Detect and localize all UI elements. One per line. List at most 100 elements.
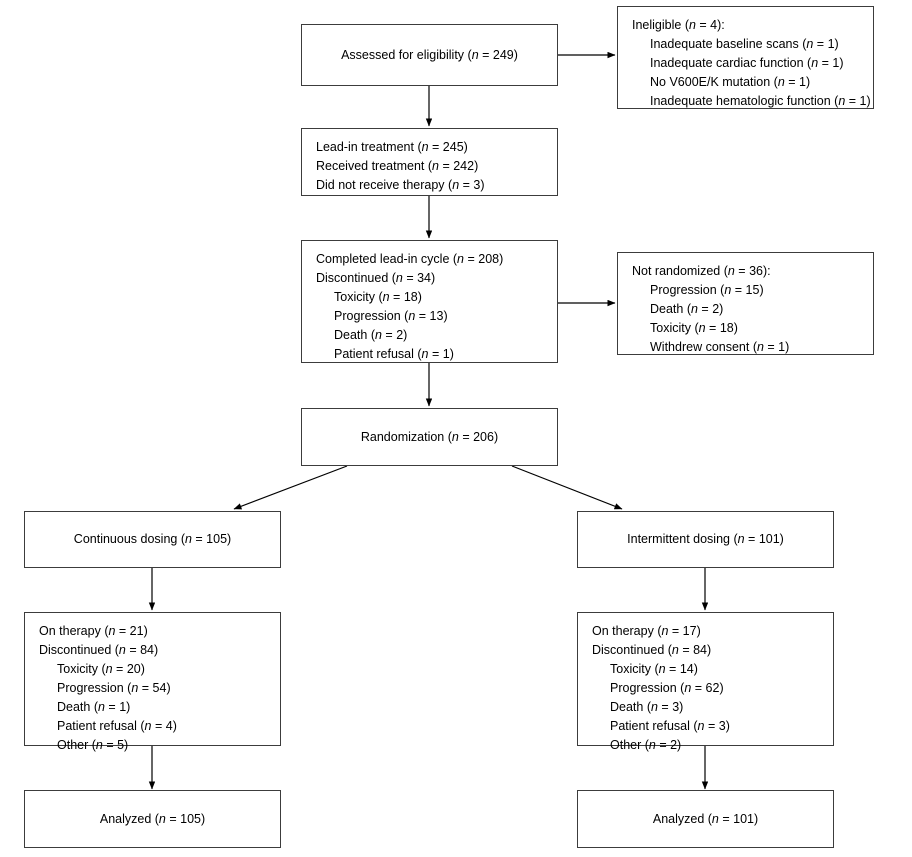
node-line: Progression (n = 62) bbox=[610, 681, 724, 695]
n-symbol: n bbox=[421, 347, 429, 361]
n-symbol: n bbox=[698, 321, 706, 335]
n-symbol: n bbox=[408, 309, 416, 323]
node-intermittent-followup-text: On therapy (n = 17) Discontinued (n = 84)… bbox=[592, 622, 833, 755]
n-symbol: n bbox=[727, 264, 735, 278]
node-line: Other (n = 5) bbox=[57, 738, 129, 752]
n-symbol: n bbox=[98, 700, 105, 714]
node-line: No V600E/K mutation (n = 1) bbox=[650, 75, 811, 89]
node-line: Assessed for eligibility (n = 249) bbox=[341, 47, 518, 62]
node-line: Toxicity (n = 20) bbox=[57, 662, 145, 676]
node-ineligible: Ineligible (n = 4): Inadequate baseline s… bbox=[617, 6, 874, 109]
n-symbol: n bbox=[838, 94, 846, 108]
node-line: Progression (n = 13) bbox=[334, 309, 448, 323]
n-symbol: n bbox=[671, 643, 679, 657]
node-ineligible-text: Ineligible (n = 4): Inadequate baseline s… bbox=[632, 16, 873, 111]
node-completed-lead-in-cycle-text: Completed lead-in cycle (n = 208) Discont… bbox=[316, 250, 557, 364]
arrow-randomization-to-continuous bbox=[233, 465, 348, 510]
n-symbol: n bbox=[661, 624, 669, 638]
node-lead-in-treatment-text: Lead-in treatment (n = 245) Received trea… bbox=[316, 138, 557, 195]
n-symbol: n bbox=[724, 283, 732, 297]
node-continuous-followup: On therapy (n = 21) Discontinued (n = 84)… bbox=[24, 612, 281, 752]
n-symbol: n bbox=[118, 643, 126, 657]
node-analyzed-intermittent-text: Analyzed (n = 101) bbox=[653, 810, 758, 829]
node-assessed-for-eligibility-text: Assessed for eligibility (n = 249) bbox=[341, 46, 518, 65]
n-symbol: n bbox=[658, 662, 666, 676]
n-symbol: n bbox=[688, 18, 696, 32]
node-line: Inadequate hematologic function (n = 1) bbox=[650, 94, 871, 108]
node-line: Patient refusal (n = 1) bbox=[334, 347, 454, 361]
n-symbol: n bbox=[806, 37, 814, 51]
n-symbol: n bbox=[451, 429, 459, 444]
node-line: Toxicity (n = 18) bbox=[650, 321, 738, 335]
n-symbol: n bbox=[684, 681, 692, 695]
n-symbol: n bbox=[457, 252, 464, 266]
node-line: Analyzed (n = 101) bbox=[652, 811, 759, 826]
n-symbol: n bbox=[144, 719, 152, 733]
node-continuous-dosing: Continuous dosing (n = 105) bbox=[24, 511, 281, 568]
n-symbol: n bbox=[737, 532, 745, 546]
n-symbol: n bbox=[95, 738, 103, 752]
node-line: Inadequate baseline scans (n = 1) bbox=[650, 37, 839, 51]
node-continuous-dosing-text: Continuous dosing (n = 105) bbox=[74, 530, 231, 549]
node-randomization-text: Randomization (n = 206) bbox=[361, 428, 498, 447]
node-line: Progression (n = 54) bbox=[57, 681, 171, 695]
node-line: Did not receive therapy (n = 3) bbox=[316, 178, 485, 192]
node-line: Discontinued (n = 84) bbox=[592, 643, 712, 657]
arrow-randomization-to-intermittent bbox=[511, 465, 623, 510]
n-symbol: n bbox=[432, 159, 439, 173]
node-line: Continuous dosing (n = 105) bbox=[73, 532, 232, 546]
node-analyzed-continuous-text: Analyzed (n = 105) bbox=[100, 810, 205, 829]
node-randomization: Randomization (n = 206) bbox=[301, 408, 558, 466]
node-not-randomized: Not randomized (n = 36): Progression (n =… bbox=[617, 252, 874, 355]
n-symbol: n bbox=[395, 271, 403, 285]
n-symbol: n bbox=[158, 811, 166, 826]
n-symbol: n bbox=[382, 290, 390, 304]
node-line: Death (n = 2) bbox=[334, 328, 408, 342]
node-completed-lead-in-cycle: Completed lead-in cycle (n = 208) Discont… bbox=[301, 240, 558, 363]
node-line: Patient refusal (n = 4) bbox=[57, 719, 177, 733]
n-symbol: n bbox=[471, 47, 479, 62]
n-symbol: n bbox=[184, 532, 192, 546]
node-line: Toxicity (n = 14) bbox=[610, 662, 698, 676]
node-line: On therapy (n = 17) bbox=[592, 624, 701, 638]
node-intermittent-followup: On therapy (n = 17) Discontinued (n = 84)… bbox=[577, 612, 834, 752]
node-line: Received treatment (n = 242) bbox=[316, 159, 479, 173]
node-line: Analyzed (n = 105) bbox=[99, 811, 206, 826]
n-symbol: n bbox=[452, 178, 460, 192]
node-line: Toxicity (n = 18) bbox=[334, 290, 422, 304]
node-assessed-for-eligibility: Assessed for eligibility (n = 249) bbox=[301, 24, 558, 86]
n-symbol: n bbox=[648, 738, 656, 752]
node-line: Withdrew consent (n = 1) bbox=[650, 340, 790, 354]
n-symbol: n bbox=[811, 56, 819, 70]
node-line: Discontinued (n = 34) bbox=[316, 271, 436, 285]
node-line: On therapy (n = 21) bbox=[39, 624, 148, 638]
n-symbol: n bbox=[108, 624, 116, 638]
node-line: Ineligible (n = 4): bbox=[632, 18, 725, 32]
node-line: Inadequate cardiac function (n = 1) bbox=[650, 56, 844, 70]
n-symbol: n bbox=[105, 662, 113, 676]
n-symbol: n bbox=[711, 811, 719, 826]
n-symbol: n bbox=[421, 140, 429, 154]
n-symbol: n bbox=[131, 681, 139, 695]
node-line: Completed lead-in cycle (n = 208) bbox=[316, 252, 504, 266]
node-line: Progression (n = 15) bbox=[650, 283, 764, 297]
node-line: Randomization (n = 206) bbox=[360, 429, 499, 444]
node-line: Patient refusal (n = 3) bbox=[610, 719, 730, 733]
node-line: Death (n = 2) bbox=[650, 302, 724, 316]
node-line: Discontinued (n = 84) bbox=[39, 643, 159, 657]
n-symbol: n bbox=[691, 302, 698, 316]
node-analyzed-continuous: Analyzed (n = 105) bbox=[24, 790, 281, 848]
node-line: Not randomized (n = 36): bbox=[632, 264, 771, 278]
n-symbol: n bbox=[756, 340, 764, 354]
node-line: Other (n = 2) bbox=[610, 738, 682, 752]
node-line: Intermittent dosing (n = 101) bbox=[627, 532, 784, 546]
node-intermittent-dosing: Intermittent dosing (n = 101) bbox=[577, 511, 834, 568]
node-not-randomized-text: Not randomized (n = 36): Progression (n =… bbox=[632, 262, 873, 357]
n-symbol: n bbox=[697, 719, 705, 733]
node-line: Death (n = 3) bbox=[610, 700, 684, 714]
node-line: Lead-in treatment (n = 245) bbox=[316, 140, 468, 154]
n-symbol: n bbox=[375, 328, 382, 342]
node-intermittent-dosing-text: Intermittent dosing (n = 101) bbox=[627, 530, 784, 549]
n-symbol: n bbox=[777, 75, 785, 89]
